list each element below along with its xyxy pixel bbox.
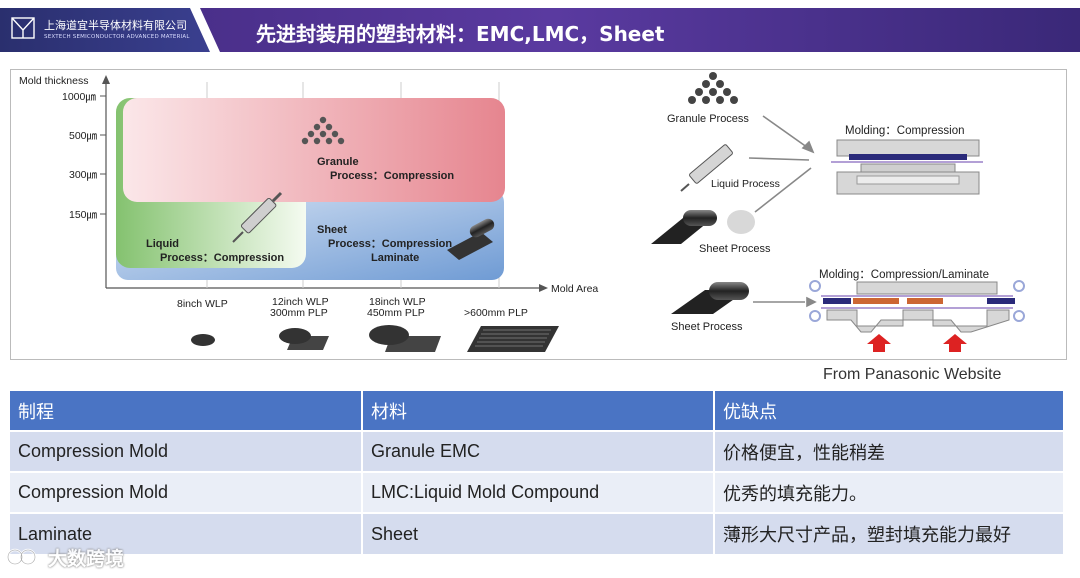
table-row: Compression Mold LMC:Liquid Mold Compoun…	[10, 471, 1065, 513]
laminate-mold-icon	[809, 280, 1025, 352]
process-flow-diagram: Granule Process Liquid Process Sheet Pro…	[651, 72, 1025, 352]
x-tick-450mm: 450mm PLP	[367, 307, 425, 319]
liquid-syringe-icon	[680, 144, 733, 192]
wafer-8inch-icon	[191, 334, 215, 346]
granule-process-icon	[688, 72, 738, 104]
sheet-process-label-1: Sheet Process	[699, 243, 771, 255]
liquid-process-label: Liquid Process	[711, 178, 780, 190]
cell-process: Compression Mold	[10, 471, 363, 513]
title-bar: 先进封装用的塑封材料：EMC,LMC，Sheet	[200, 8, 1080, 52]
header-process: 制程	[10, 391, 363, 431]
y-axis-label: Mold thickness	[19, 75, 88, 87]
company-logo-block: 上海道宜半导体材料有限公司 SEXTECH SEMICONDUCTOR ADVA…	[0, 8, 210, 52]
source-note: From Panasonic Website	[823, 366, 1002, 383]
panel-600mm-icon	[467, 326, 559, 352]
cell-material: Sheet	[362, 512, 715, 554]
flow-arrows-1	[748, 115, 815, 213]
x-tick-18inch: 18inch WLP	[369, 296, 426, 308]
granule-region	[123, 98, 505, 202]
watermark-text: 大数跨境	[48, 547, 125, 570]
granule-pile-icon	[301, 116, 345, 145]
granule-region-process: Process：Compression	[330, 170, 454, 182]
header-pros-cons: 优缺点	[714, 391, 1065, 431]
cell-material: Granule EMC	[362, 430, 715, 472]
flow-arrow-2	[753, 296, 817, 308]
y-tick-500: 500㎛	[69, 130, 98, 142]
header-material: 材料	[362, 391, 715, 431]
x-tick-600mm: >600mm PLP	[464, 307, 528, 319]
granule-process-label: Granule Process	[667, 113, 749, 125]
mold-thickness-area-chart: Mold thickness Mold Area 1000㎛ 500㎛ 300㎛…	[19, 75, 598, 352]
cell-process: Laminate	[10, 512, 363, 554]
slide-header: 上海道宜半导体材料有限公司 SEXTECH SEMICONDUCTOR ADVA…	[0, 0, 1080, 58]
wafer-12inch-icon	[279, 328, 329, 350]
molding-compression-label: Molding：Compression	[845, 125, 965, 137]
company-name-cn: 上海道宜半导体材料有限公司	[44, 19, 187, 32]
company-logo-icon	[11, 17, 35, 39]
figure-canvas: Mold thickness Mold Area 1000㎛ 500㎛ 300㎛…	[19, 72, 1025, 352]
sheet-region-process: Process：Compression	[328, 238, 452, 250]
wafer-18inch-icon	[369, 325, 441, 352]
x-tick-300mm: 300mm PLP	[270, 307, 328, 319]
sheet-region-title: Sheet	[317, 224, 347, 236]
cell-material: LMC:Liquid Mold Compound	[362, 471, 715, 513]
liquid-region-process: Process：Compression	[160, 252, 284, 264]
x-tick-12inch: 12inch WLP	[272, 296, 329, 308]
figure-panel: Mold thickness Mold Area 1000㎛ 500㎛ 300㎛…	[10, 69, 1067, 360]
sheet-process-label-2: Sheet Process	[671, 321, 743, 333]
y-tick-300: 300㎛	[69, 169, 98, 181]
compression-mold-icon	[831, 139, 983, 195]
watermark: 大数跨境	[6, 541, 124, 573]
cell-process: Compression Mold	[10, 430, 363, 472]
table-header-row: 制程 材料 优缺点	[10, 391, 1065, 431]
cell-pros-cons: 价格便宜，性能稍差	[714, 430, 1065, 472]
sheet-region-laminate: Laminate	[371, 252, 419, 264]
sheet-roll-icon-1	[651, 210, 717, 244]
watermark-logo-icon	[6, 548, 37, 566]
page-title: 先进封装用的塑封材料：EMC,LMC，Sheet	[256, 22, 665, 46]
cell-pros-cons: 优秀的填充能力。	[714, 471, 1065, 513]
y-tick-1000: 1000㎛	[62, 91, 96, 103]
sheet-roll-icon	[447, 218, 495, 260]
liquid-region-title: Liquid	[146, 238, 179, 250]
tablet-disk-icon	[727, 210, 755, 234]
x-axis-label: Mold Area	[551, 283, 598, 295]
process-material-table: 制程 材料 优缺点 Compression Mold Granule EMC 价…	[10, 391, 1065, 554]
cell-pros-cons: 薄形大尺寸产品，塑封填充能力最好	[714, 512, 1065, 554]
table-row: Laminate Sheet 薄形大尺寸产品，塑封填充能力最好	[10, 512, 1065, 554]
table-row: Compression Mold Granule EMC 价格便宜，性能稍差	[10, 430, 1065, 472]
y-tick-150: 150㎛	[69, 209, 98, 221]
y-axis-arrow-icon	[102, 75, 110, 84]
granule-region-title: Granule	[317, 156, 359, 168]
x-tick-8inch: 8inch WLP	[177, 298, 228, 310]
company-name-en: SEXTECH SEMICONDUCTOR ADVANCED MATERIAL	[44, 34, 190, 40]
syringe-icon	[232, 191, 283, 243]
x-axis-arrow-icon	[539, 284, 548, 292]
molding-laminate-label: Molding：Compression/Laminate	[819, 269, 989, 281]
sheet-roll-icon-2	[671, 282, 749, 314]
